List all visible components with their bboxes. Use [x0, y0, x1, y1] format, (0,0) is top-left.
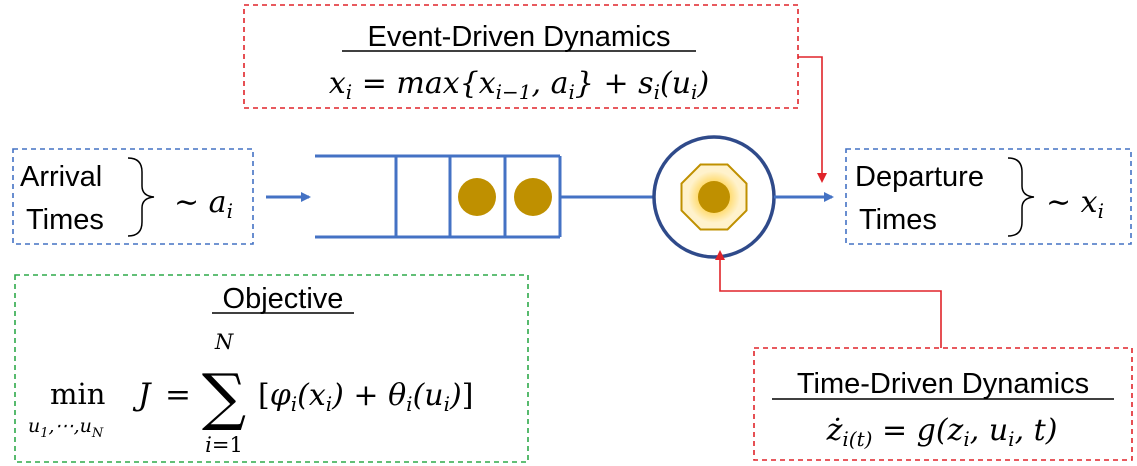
- event-to-departure-connector: [798, 56, 827, 183]
- svg-text:∑: ∑: [202, 360, 246, 433]
- job-circle-icon: [514, 178, 552, 216]
- time-equation: żi(t) = g(zi, ui, t): [826, 413, 1058, 451]
- objective-box: Objective min u1,⋯,uN J = N ∑ i=1 [φi(xi…: [14, 274, 529, 463]
- queue: [315, 154, 653, 239]
- svg-text:i=1: i=1: [205, 433, 243, 457]
- objective-equation: min u1,⋯,uN J = N ∑ i=1 [φi(xi) + θi(ui)…: [28, 330, 473, 457]
- event-dynamics-box: Event-Driven Dynamics xi = max{xi−1, ai}…: [243, 4, 799, 109]
- departure-symbol: ∼ xi: [1046, 185, 1104, 223]
- arrival-line2: Times: [26, 204, 104, 236]
- arrival-box-frame: [12, 148, 254, 245]
- departure-times-box: Departure Times ∼ xi: [845, 148, 1132, 245]
- svg-text:min: min: [50, 377, 105, 411]
- arrival-times-box: Arrival Times ∼ ai: [12, 148, 254, 245]
- time-dynamics-box: Time-Driven Dynamics żi(t) = g(zi, ui, t…: [753, 347, 1133, 461]
- arrival-symbol: ∼ ai: [174, 185, 233, 223]
- svg-text:[φi(xi) + θi(ui)]: [φi(xi) + θi(ui)]: [258, 378, 473, 416]
- arrival-line1: Arrival: [20, 161, 102, 193]
- svg-text:u1,⋯,uN: u1,⋯,uN: [28, 415, 104, 441]
- arrival-brace: [127, 157, 155, 237]
- departure-box-frame: [845, 148, 1132, 245]
- svg-text:=: =: [165, 377, 191, 413]
- job-circle-icon: [698, 181, 730, 213]
- svg-text:N: N: [214, 330, 234, 354]
- departure-line2: Times: [859, 204, 937, 236]
- event-equation: xi = max{xi−1, ai} + si(ui): [329, 66, 709, 104]
- time-to-server-connector: [715, 250, 942, 348]
- objective-title: Objective: [223, 283, 344, 315]
- event-box-title: Event-Driven Dynamics: [368, 21, 671, 53]
- departure-brace: [1007, 157, 1035, 237]
- time-box-frame: [753, 347, 1133, 461]
- objective-box-frame: [14, 274, 529, 463]
- departure-line1: Departure: [855, 161, 984, 193]
- time-box-title: Time-Driven Dynamics: [797, 368, 1089, 400]
- server-icon: [652, 135, 776, 259]
- job-circle-icon: [458, 178, 496, 216]
- svg-text:J: J: [132, 377, 152, 413]
